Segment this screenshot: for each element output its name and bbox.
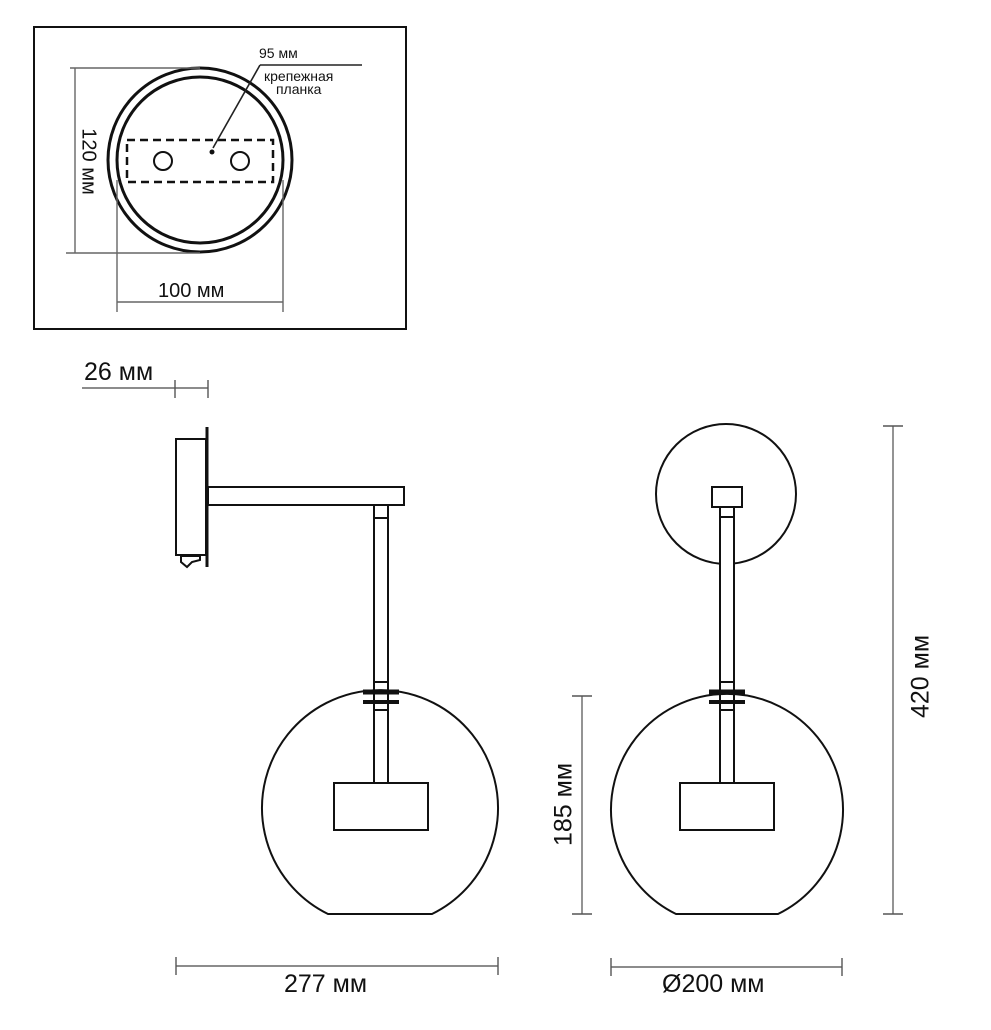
mount-plate-inset [33,26,407,330]
leader-line [212,64,261,149]
glass-globe-front [610,692,844,915]
light-module-side [333,782,429,831]
rod-side [373,504,389,689]
plate-width-label: 100 мм [158,280,225,302]
plate-height-label: 120 мм [77,128,100,195]
screw-hole-left [153,151,173,171]
mounting-box [175,438,207,556]
diameter-label: Ø200 мм [662,970,765,998]
switch [180,555,201,569]
total-height-label: 420 мм [906,634,935,719]
shade-height-label: 185 мм [549,762,578,847]
mounting-bar-dashed [125,138,275,184]
arm [207,486,405,506]
mounting-bar-note-line1: крепежная [264,68,334,84]
arm-end-front [711,486,743,508]
light-module-front [679,782,775,831]
mounting-bar-note-line2: планка [275,81,322,97]
glass-globe-side [261,689,499,915]
length-label: 277 мм [284,970,368,998]
center-point [209,149,215,155]
mounting-bar-size-label: 95 мм [259,45,298,61]
inset-frame [33,26,407,330]
side-view [82,380,499,975]
rod-front [719,506,735,689]
front-view [572,423,903,976]
screw-hole-right [230,151,250,171]
plate-inner-circle [115,75,285,245]
depth-label: 26 мм [84,358,154,386]
mounting-bar-note: крепежная планка [264,68,334,97]
